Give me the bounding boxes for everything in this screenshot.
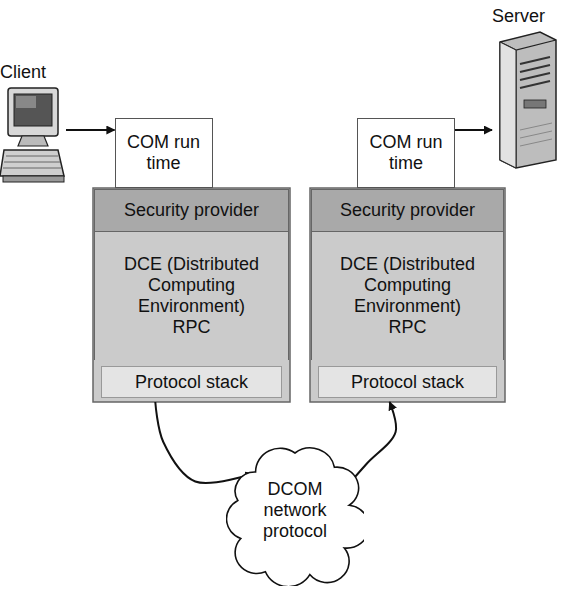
call-arrow [455, 129, 492, 131]
rpc-band: DCE (Distributed Computing Environment) … [311, 232, 504, 360]
protocol-band: Protocol stack [318, 366, 497, 398]
security-band: Security provider [311, 189, 504, 232]
server-tower-icon [500, 32, 556, 168]
layer-label: DCE (Distributed Computing Environment) … [333, 254, 483, 338]
client-computer-icon [0, 88, 64, 182]
layer-label: Protocol stack [135, 372, 248, 393]
rpc-band: DCE (Distributed Computing Environment) … [94, 232, 289, 360]
machine-label: Server [492, 6, 545, 27]
network-arrow [155, 402, 253, 483]
protocol-band: Protocol stack [101, 366, 282, 398]
runtime-box: COM run time [357, 118, 455, 188]
stack-backdrop [310, 188, 505, 402]
layer-label: DCOM network protocol [251, 479, 339, 542]
machine-label: Client [0, 58, 46, 83]
layer-label: Protocol stack [351, 372, 464, 393]
runtime-box: COM run time [115, 118, 213, 188]
stack-backdrop [93, 188, 290, 402]
layer-label: Security provider [340, 200, 475, 221]
client-icon-node: Client [0, 58, 66, 188]
layer-label: COM run time [119, 132, 209, 174]
network-cloud: DCOM network protocol [226, 434, 364, 586]
layer-label: Security provider [124, 200, 259, 221]
layer-label: COM run time [361, 132, 451, 174]
security-band: Security provider [94, 189, 289, 232]
server-icon-node: Server [492, 6, 572, 166]
layer-label: DCE (Distributed Computing Environment) … [117, 254, 267, 338]
call-arrow [66, 129, 115, 131]
